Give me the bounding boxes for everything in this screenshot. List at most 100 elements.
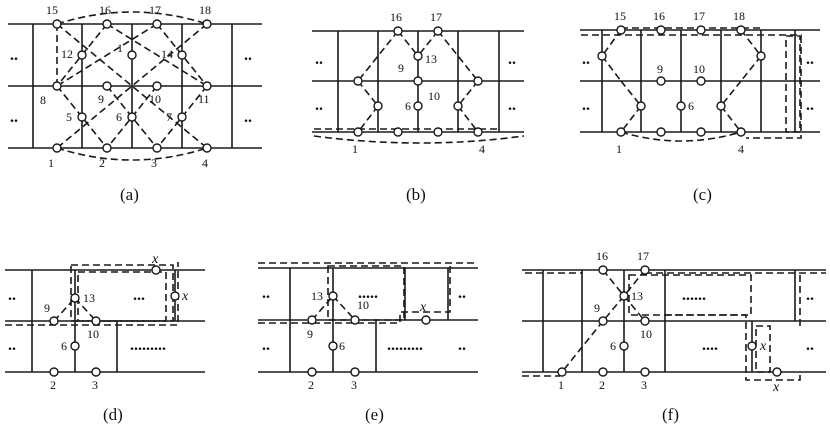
node-label: 6 [116, 110, 122, 124]
node-label: 2 [99, 156, 105, 170]
panel-caption: (f) [662, 405, 679, 424]
ellipsis: .. [244, 47, 252, 64]
node-label: 1 [48, 156, 54, 170]
node-label: 3 [351, 378, 357, 392]
node-label: 4 [202, 156, 208, 170]
node-label: 16 [99, 3, 111, 17]
panel-d: 13 9 10 6 2 3 x x .. .. ... ......... (d… [5, 252, 205, 424]
ellipsis: .. [10, 47, 18, 64]
panel-caption: (c) [693, 185, 712, 204]
ellipsis: .. [582, 51, 590, 68]
ellipsis: .. [8, 287, 16, 304]
node-label: 15 [614, 9, 626, 23]
node-label: 6 [405, 99, 411, 113]
node-label: 7 [166, 110, 172, 124]
node-label: 6 [610, 339, 616, 353]
node-label: 10 [428, 89, 440, 103]
node-label: 1 [352, 142, 358, 156]
panel-c: 15 16 17 18 9 10 6 1 4 .. .. .. .. (c) [580, 9, 820, 204]
node-label: 10 [357, 298, 369, 312]
ellipsis: .. [8, 337, 16, 354]
node-label: 9 [98, 92, 104, 106]
node-label: 16 [653, 9, 665, 23]
node-label: 17 [430, 10, 442, 24]
node-label: 13 [631, 289, 643, 303]
ellipsis: .. [244, 109, 252, 126]
panel-caption: (d) [103, 405, 123, 424]
node-label: 6 [61, 339, 67, 353]
node-label: 4 [479, 142, 485, 156]
ellipsis: .. [806, 337, 814, 354]
ellipsis: .... [702, 337, 718, 354]
node-label: 13 [311, 289, 323, 303]
node-label: 5 [66, 110, 72, 124]
node-label: 8 [40, 93, 46, 107]
node-label: 13 [425, 52, 437, 66]
node-label: 11 [198, 92, 210, 106]
panel-caption: (e) [365, 405, 384, 424]
node-label: 10 [693, 62, 705, 76]
node-label: 10 [149, 92, 161, 106]
node-label: 3 [151, 156, 157, 170]
ellipsis: .. [806, 287, 814, 304]
node-label: 9 [44, 301, 50, 315]
node-label: 17 [149, 3, 161, 17]
ellipsis: ......... [130, 337, 166, 354]
node-label: 9 [594, 301, 600, 315]
ellipsis: .. [458, 337, 466, 354]
node-label: 10 [640, 327, 652, 341]
node-label: 6 [688, 99, 694, 113]
ellipsis: .. [315, 97, 323, 114]
node-label: 16 [596, 249, 608, 263]
ellipsis: .. [262, 285, 270, 302]
ellipsis: ...... [682, 287, 706, 304]
node-label: 6 [339, 339, 345, 353]
node-label: 16 [390, 10, 402, 24]
node-label: 17 [637, 249, 649, 263]
ellipsis: ..... [358, 285, 378, 302]
node-label: 13 [83, 291, 95, 305]
node-label: 2 [50, 378, 56, 392]
node-label: 10 [87, 327, 99, 341]
panel-e: 13 10 9 6 2 3 x .. .. ..... ......... ..… [258, 262, 478, 424]
node-label: 9 [398, 61, 404, 75]
ellipsis: .. [806, 97, 814, 114]
node-label: 9 [307, 327, 313, 341]
ellipsis: .. [508, 97, 516, 114]
node-label: 3 [641, 378, 647, 392]
node-label: 3 [92, 378, 98, 392]
node-label: 12 [61, 47, 73, 61]
node-label: 15 [46, 3, 58, 17]
ellipsis: .. [458, 285, 466, 302]
ellipsis: ... [133, 287, 145, 304]
node-label: 1 [558, 378, 564, 392]
x-label: x [772, 380, 780, 395]
node-label: 14 [161, 47, 173, 61]
node-label: 9 [657, 62, 663, 76]
node-label: 18 [733, 9, 745, 23]
panel-f: 16 17 9 13 10 6 1 2 3 x x ...... .... ..… [522, 249, 826, 424]
node-label: 17 [693, 9, 705, 23]
node-label: 2 [599, 378, 605, 392]
ellipsis: .. [582, 97, 590, 114]
x-label: x [419, 300, 427, 315]
node-label: 4 [738, 142, 744, 156]
panel-a: 15 16 17 18 12 1 14 8 9 10 11 5 6 7 1 2 … [8, 3, 262, 204]
x-label: x [759, 339, 767, 354]
ellipsis: .. [806, 51, 814, 68]
ellipsis: .. [10, 109, 18, 126]
node-label: 1 [117, 41, 123, 55]
panel-caption: (b) [406, 185, 426, 204]
ellipsis: .. [262, 337, 270, 354]
ellipsis: .. [315, 51, 323, 68]
node-label: 1 [616, 142, 622, 156]
node-label: 2 [308, 378, 314, 392]
node-label: 18 [199, 3, 211, 17]
ellipsis: .. [508, 51, 516, 68]
ellipsis: ......... [387, 337, 423, 354]
x-label: x [151, 252, 159, 267]
panel-caption: (a) [120, 185, 139, 204]
x-label: x [181, 289, 189, 304]
panel-b: 16 17 9 13 10 6 1 4 .. .. .. .. (b) [312, 10, 525, 204]
